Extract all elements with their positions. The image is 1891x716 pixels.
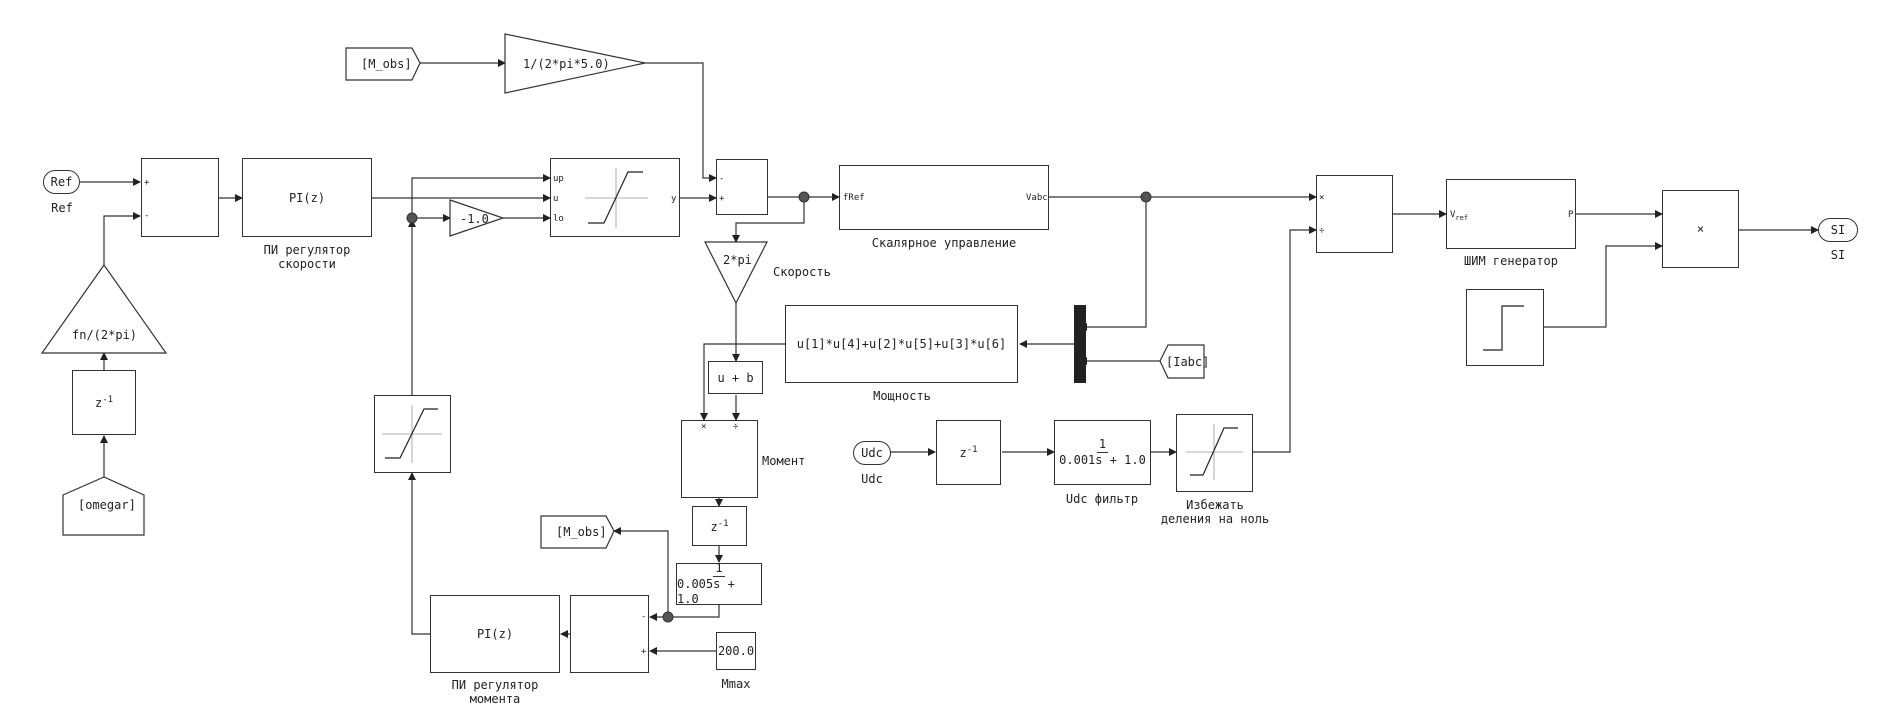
product-block[interactable]: × (1662, 190, 1739, 268)
sum-mid-block[interactable] (716, 159, 768, 215)
delay-moment-text: z-1 (710, 518, 729, 534)
ref-inport[interactable]: Ref (43, 170, 80, 194)
from-mobs-top-text: [M_obs] (361, 57, 412, 71)
gain-fn-text: fn/(2*pi) (72, 328, 138, 342)
sat-port-lo: lo (553, 214, 564, 224)
pwm-port-out: P (1568, 210, 1574, 220)
gain-2pi-text: 2*pi (723, 253, 752, 267)
product-text: × (1696, 222, 1705, 236)
gain-neg-text: -1.0 (460, 212, 489, 226)
saturation-udc-label-line2: деления на ноль (1160, 512, 1270, 526)
delay-omega-text: z-1 (94, 395, 114, 410)
bias-text: u + b (717, 370, 754, 385)
gain-2pi-shape (704, 241, 768, 305)
power-text: u[1]*u[4]+u[2]*u[5]+u[3]*u[6] (796, 337, 1007, 351)
si-outport[interactable]: SI (1818, 218, 1858, 242)
sat-port-u: u (553, 194, 559, 204)
scalar-control-block[interactable] (839, 165, 1049, 230)
sum-ref-plus: + (144, 178, 150, 188)
scalar-port-out: Vabc (1026, 193, 1048, 203)
divide-top-block[interactable] (1316, 175, 1393, 253)
sum-ref-minus: - (144, 211, 150, 221)
divide-moment-block[interactable] (681, 420, 758, 498)
pi-moment-label-line1: ПИ регулятор (451, 678, 539, 692)
divide-moment-label: Момент (762, 454, 806, 468)
goto-mobs-shape (540, 515, 615, 549)
si-text: SI (1830, 223, 1846, 237)
udc-inport[interactable]: Udc (853, 441, 891, 465)
gain-fn-block[interactable] (70, 300, 138, 350)
power-function-block[interactable]: u[1]*u[4]+u[2]*u[5]+u[3]*u[6] (785, 305, 1018, 383)
sat-port-y: y (671, 194, 677, 204)
pwm-label: ШИМ генератор (1464, 254, 1558, 268)
udc-label: Udc (861, 472, 883, 486)
sum-moment-minus: - (641, 612, 647, 622)
bias-block[interactable]: u + b (708, 361, 763, 394)
goto-omegar-text: [omegar] (78, 498, 136, 512)
pwm-port-in: Vref (1450, 210, 1469, 222)
const-mmax-block[interactable]: 200.0 (716, 632, 756, 670)
saturation-dynamic-block[interactable] (550, 158, 680, 237)
from-iabc-shape (1159, 344, 1205, 379)
gain-neg-shape (449, 199, 505, 237)
scalar-port-in: fRef (843, 193, 865, 203)
delay-moment-block[interactable]: z-1 (692, 506, 747, 546)
pi-moment-label-line2: момента (469, 692, 521, 706)
gain-inv-shape (504, 33, 646, 94)
const-mmax-text: 200.0 (717, 644, 755, 658)
delay-udc-text: z-1 (959, 445, 978, 460)
pi-speed-label-line1: ПИ регулятор (263, 243, 351, 257)
pwm-generator-block[interactable] (1446, 179, 1576, 249)
pi-moment-text: PI(z) (476, 627, 514, 641)
pi-speed-block[interactable]: PI(z) (242, 158, 372, 237)
sum-moment-block[interactable] (570, 595, 649, 673)
sum-mid-plus: + (719, 194, 725, 204)
divide-moment-mul: × (701, 422, 707, 432)
sum-ref-block[interactable] (141, 158, 219, 237)
divide-top-div: ÷ (1319, 226, 1325, 236)
sat-port-up: up (553, 174, 564, 184)
tf-udc-label: Udc фильтр (1065, 492, 1139, 506)
gain-2pi-label: Скорость (773, 265, 831, 279)
pi-speed-text: PI(z) (288, 190, 326, 205)
udc-text: Udc (861, 446, 883, 460)
saturation-moment-block[interactable] (374, 395, 451, 473)
pi-speed-label-line2: скорости (278, 257, 336, 271)
divide-top-mul: × (1319, 193, 1325, 203)
saturation-udc-block[interactable] (1176, 414, 1253, 492)
delay-udc-block[interactable]: z-1 (936, 420, 1001, 485)
ref-label: Ref (51, 201, 73, 215)
sum-mid-minus: - (719, 174, 725, 184)
gain-inv-text: 1/(2*pi*5.0) (523, 57, 610, 71)
step-block[interactable] (1466, 289, 1544, 366)
from-iabc-text: [Iabc] (1166, 355, 1210, 369)
divide-moment-div: ÷ (733, 422, 739, 432)
ref-text: Ref (50, 175, 73, 189)
sum-moment-plus: + (641, 647, 647, 657)
power-label: Мощность (873, 389, 931, 403)
si-label: SI (1830, 248, 1846, 262)
mux-bar (1074, 305, 1086, 383)
pi-moment-block[interactable]: PI(z) (430, 595, 560, 673)
delay-omega-block[interactable]: z-1 (72, 370, 136, 435)
const-mmax-label: Mmax (721, 677, 751, 691)
goto-omegar-shape (62, 476, 145, 536)
saturation-udc-label-line1: Избежать (1186, 498, 1244, 512)
scalar-label: Скалярное управление (871, 236, 1017, 250)
from-mobs-top-shape (345, 47, 421, 81)
goto-mobs-text: [M_obs] (556, 525, 607, 539)
gain-fn-shape (40, 263, 168, 354)
